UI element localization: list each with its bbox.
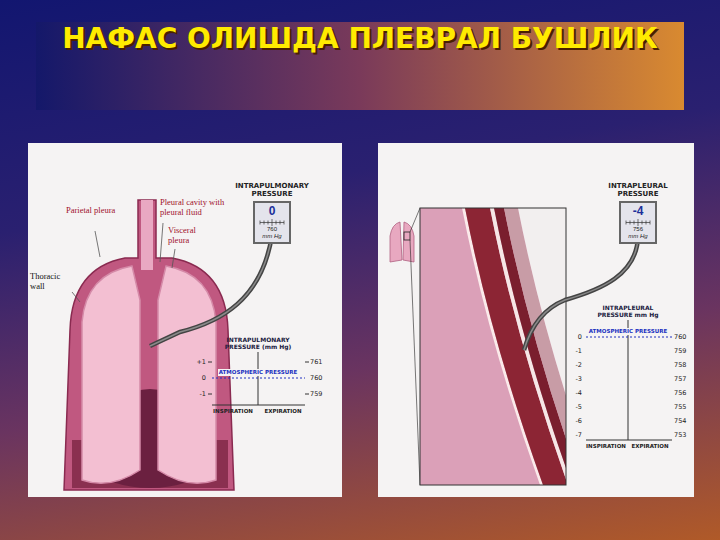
- zoom-line: [410, 208, 420, 232]
- scale-tick: [284, 221, 285, 225]
- zoom-frame: [420, 208, 566, 485]
- scale-tick: [634, 221, 635, 225]
- gauge-scale: [625, 219, 651, 226]
- gauge-scale-value: 760: [259, 226, 285, 233]
- leader-line: [72, 292, 80, 302]
- phase-label: INSPIRATION: [208, 408, 258, 415]
- tick: [305, 362, 309, 363]
- atmospheric-line: [586, 337, 672, 338]
- leader-line: [95, 231, 100, 257]
- left-panel: [28, 143, 342, 497]
- gauge-unit: mm Hg: [259, 233, 285, 240]
- scale-tick: [642, 221, 643, 225]
- part-label: Pleural cavity with pleural fluid: [160, 198, 234, 218]
- scale-tick: [276, 221, 277, 225]
- scale-tick: [626, 221, 627, 225]
- part-label: Thoracic wall: [30, 272, 70, 292]
- axis-value: 760: [310, 375, 330, 382]
- scale-tick: [260, 221, 261, 225]
- gauge-cable-highlight: [150, 235, 272, 346]
- axis-value: 0: [566, 334, 582, 341]
- part-label: Visceral pleura: [168, 226, 214, 246]
- gauge-title: INTRAPULMONARY PRESSURE: [230, 182, 314, 198]
- pleura-closeup: [420, 208, 566, 485]
- scale-tick: [272, 219, 273, 226]
- gauge-unit: mm Hg: [625, 233, 651, 240]
- tick: [208, 362, 212, 363]
- pressure-chart: INTRAPULMONARY PRESSURE (mm Hg) ATMOSPHER…: [208, 336, 308, 418]
- atmospheric-label: ATMOSPHERIC PRESSURE: [588, 328, 668, 335]
- axis-value: +1: [190, 359, 206, 366]
- axis-value: 753: [674, 432, 692, 439]
- pressure-gauge: INTRAPULMONARY PRESSURE 0 760mm Hg: [230, 182, 314, 244]
- gauge-scale: [259, 219, 285, 226]
- scale-tick: [638, 219, 639, 226]
- trachea: [141, 200, 153, 270]
- axis-value: -7: [566, 432, 582, 439]
- axis-value: -5: [566, 404, 582, 411]
- axis-value: -1: [566, 348, 582, 355]
- axis-value: 759: [310, 391, 330, 398]
- right-panel: [378, 143, 694, 497]
- axis-value: 759: [674, 348, 692, 355]
- phase-label: EXPIRATION: [628, 443, 672, 450]
- gauge-cable: [150, 235, 272, 346]
- scale-tick: [264, 221, 265, 225]
- tick: [208, 394, 212, 395]
- gauge-title: INTRAPLEURAL PRESSURE: [596, 182, 680, 198]
- gauge-reading: 0: [259, 205, 285, 218]
- left-lung: [82, 266, 140, 483]
- axis-value: -6: [566, 418, 582, 425]
- pressure-gauge: INTRAPLEURAL PRESSURE -4 756mm Hg: [596, 182, 680, 244]
- gauge-scale-value: 756: [625, 226, 651, 233]
- phase-label: INSPIRATION: [584, 443, 628, 450]
- pressure-chart: INTRAPLEURAL PRESSURE mm Hg ATMOSPHERIC P…: [584, 304, 672, 454]
- zoom-line: [410, 240, 420, 485]
- part-label: Parietal pleura: [66, 206, 118, 216]
- phase-label: EXPIRATION: [258, 408, 308, 415]
- chart-axis: [586, 440, 672, 441]
- atmospheric-line: [212, 378, 305, 379]
- chart-title: INTRAPLEURAL PRESSURE mm Hg: [584, 304, 672, 318]
- gauge-face: 0 760mm Hg: [253, 201, 291, 244]
- axis-value: -1: [190, 391, 206, 398]
- leader-line: [160, 223, 163, 262]
- gauge-face: -4 756mm Hg: [619, 201, 657, 244]
- axis-value: 754: [674, 418, 692, 425]
- axis-value: 757: [674, 376, 692, 383]
- right-lung: [158, 266, 216, 483]
- outside-band: [518, 208, 566, 485]
- scale-tick: [650, 221, 651, 225]
- leader-line: [172, 249, 175, 268]
- scale-tick: [630, 221, 631, 225]
- chart-axis: [212, 405, 305, 406]
- axis-value: 761: [310, 359, 330, 366]
- axis-value: -3: [566, 376, 582, 383]
- scale-tick: [280, 221, 281, 225]
- axis-value: -4: [566, 390, 582, 397]
- gauge-reading: -4: [625, 205, 651, 218]
- axis-value: 760: [674, 334, 692, 341]
- chart-axis: [628, 320, 629, 440]
- slide-title: НАФАС ОЛИШДА ПЛЕВРАЛ БУШЛИК: [36, 22, 684, 110]
- atmospheric-label: ATMOSPHERIC PRESSURE: [218, 369, 298, 376]
- scale-tick: [268, 221, 269, 225]
- title-banner: [36, 22, 684, 110]
- thoracic-wall: [64, 200, 234, 490]
- zoom-marker: [404, 232, 410, 240]
- scale-tick: [646, 221, 647, 225]
- axis-value: -2: [566, 362, 582, 369]
- axis-value: 0: [190, 375, 206, 382]
- axis-value: 756: [674, 390, 692, 397]
- tick: [305, 394, 309, 395]
- axis-value: 755: [674, 404, 692, 411]
- chart-title: INTRAPULMONARY PRESSURE (mm Hg): [208, 336, 308, 350]
- axis-value: 758: [674, 362, 692, 369]
